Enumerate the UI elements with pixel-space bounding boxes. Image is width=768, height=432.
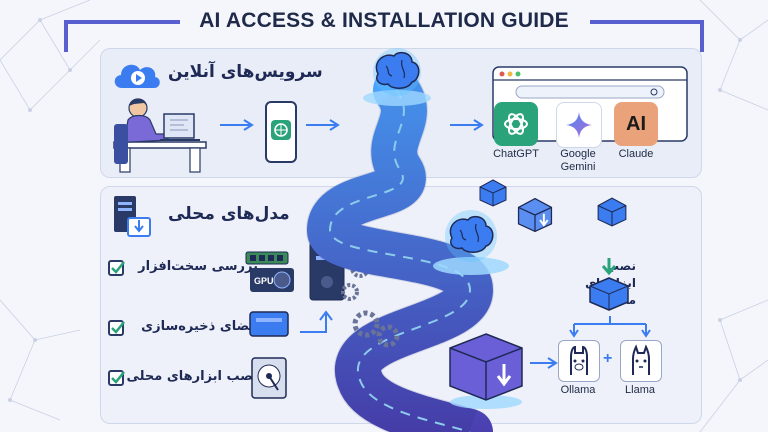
ssd-icon	[249, 311, 289, 337]
arrow-right-icon	[530, 357, 558, 369]
checklist-item-storage[interactable]: فضای ذخیره‌سازی	[108, 318, 258, 340]
checklist-item-hardware[interactable]: بررسی سخت‌افزار	[108, 258, 258, 280]
checkbox-icon	[108, 320, 125, 336]
brain-bottom-icon	[433, 210, 509, 275]
chatgpt-tile[interactable]	[494, 102, 538, 146]
cube-icon	[597, 197, 627, 227]
install-package-icon	[449, 333, 523, 409]
checklist-label: فضای ذخیره‌سازی	[141, 319, 258, 334]
gpu-ram-icon	[245, 251, 294, 292]
ollama-llama-icon	[570, 345, 588, 375]
brain-top-icon	[363, 48, 431, 106]
cube-icon	[479, 179, 507, 207]
split-arrow-icon	[569, 316, 651, 338]
openai-knot-icon	[504, 113, 528, 135]
tool-label: Ollama	[560, 384, 596, 396]
service-label: ChatGPT	[493, 148, 539, 160]
arrow-curve-icon	[300, 310, 333, 333]
checklist-label: بررسی سخت‌افزار	[138, 259, 258, 274]
local-heading: مدل‌های محلی	[168, 204, 290, 224]
package-download-icon	[517, 197, 553, 233]
arrow-right-icon	[450, 119, 484, 131]
cloud-play-icon	[114, 64, 160, 88]
gemini-tile[interactable]	[556, 102, 602, 148]
gpu-label: GPU	[254, 276, 274, 286]
person-laptop-icon	[113, 98, 207, 173]
llama-tile[interactable]	[620, 340, 662, 382]
arrow-right-icon	[220, 119, 254, 131]
arrow-right-icon	[306, 119, 340, 131]
plus-sign: +	[603, 350, 613, 367]
claude-tile[interactable]: AI	[614, 102, 658, 146]
gemini-star-icon	[566, 112, 592, 138]
checklist-item-tools[interactable]: نصب ابزارهای محلی	[108, 368, 258, 390]
service-label: Google Gemini	[560, 148, 596, 173]
tool-label: Llama	[625, 384, 655, 396]
hard-drive-icon	[251, 357, 287, 399]
box-download-icon	[589, 258, 629, 311]
checklist-label: نصب ابزارهای محلی	[126, 369, 258, 384]
page-title: AI ACCESS & INSTALLATION GUIDE	[199, 9, 569, 32]
checkbox-icon	[108, 260, 125, 276]
server-download-icon	[114, 196, 151, 237]
gears-icon	[352, 310, 400, 348]
ollama-tile[interactable]	[558, 340, 600, 382]
llama-icon	[632, 344, 650, 375]
phone-chatgpt-icon	[265, 101, 297, 163]
title-frame	[64, 20, 704, 52]
anthropic-ai-icon: AI	[626, 112, 646, 135]
service-label: Claude	[618, 148, 654, 160]
online-heading: سرویس‌های آنلاین	[168, 62, 323, 82]
checkbox-icon	[108, 370, 125, 386]
